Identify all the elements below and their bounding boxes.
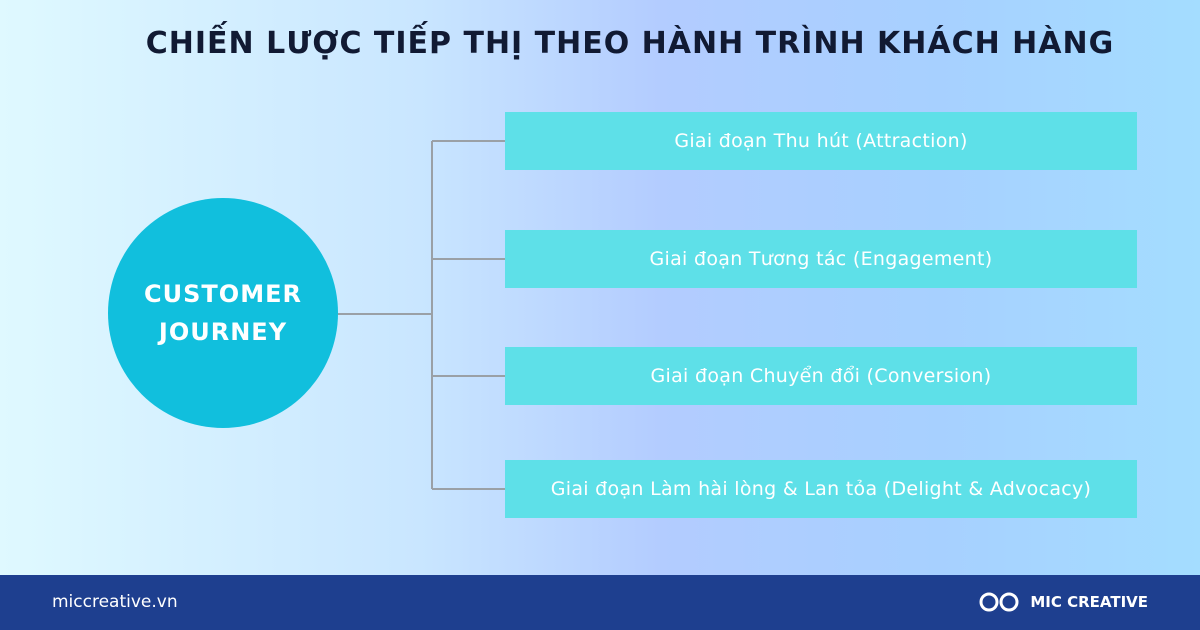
stage-conversion: Giai đoạn Chuyển đổi (Conversion) <box>505 347 1137 405</box>
brand-logo-icon <box>979 592 1019 612</box>
stage-attraction: Giai đoạn Thu hút (Attraction) <box>505 112 1137 170</box>
stage-delight-advocacy: Giai đoạn Làm hài lòng & Lan tỏa (Deligh… <box>505 460 1137 518</box>
page-title: CHIẾN LƯỢC TIẾP THỊ THEO HÀNH TRÌNH KHÁC… <box>145 26 1115 61</box>
stage-engagement: Giai đoạn Tương tác (Engagement) <box>505 230 1137 288</box>
footer-bar: miccreative.vn MIC CREATIVE <box>0 575 1200 630</box>
hub-label-line-1: CUSTOMER <box>144 280 302 308</box>
footer-website: miccreative.vn <box>52 592 178 612</box>
hub-label: CUSTOMER JOURNEY <box>138 275 308 351</box>
hub-label-line-2: JOURNEY <box>158 318 288 346</box>
brand: MIC CREATIVE <box>978 589 1148 615</box>
brand-name: MIC CREATIVE <box>1030 593 1148 611</box>
customer-journey-hub: CUSTOMER JOURNEY <box>108 198 338 428</box>
